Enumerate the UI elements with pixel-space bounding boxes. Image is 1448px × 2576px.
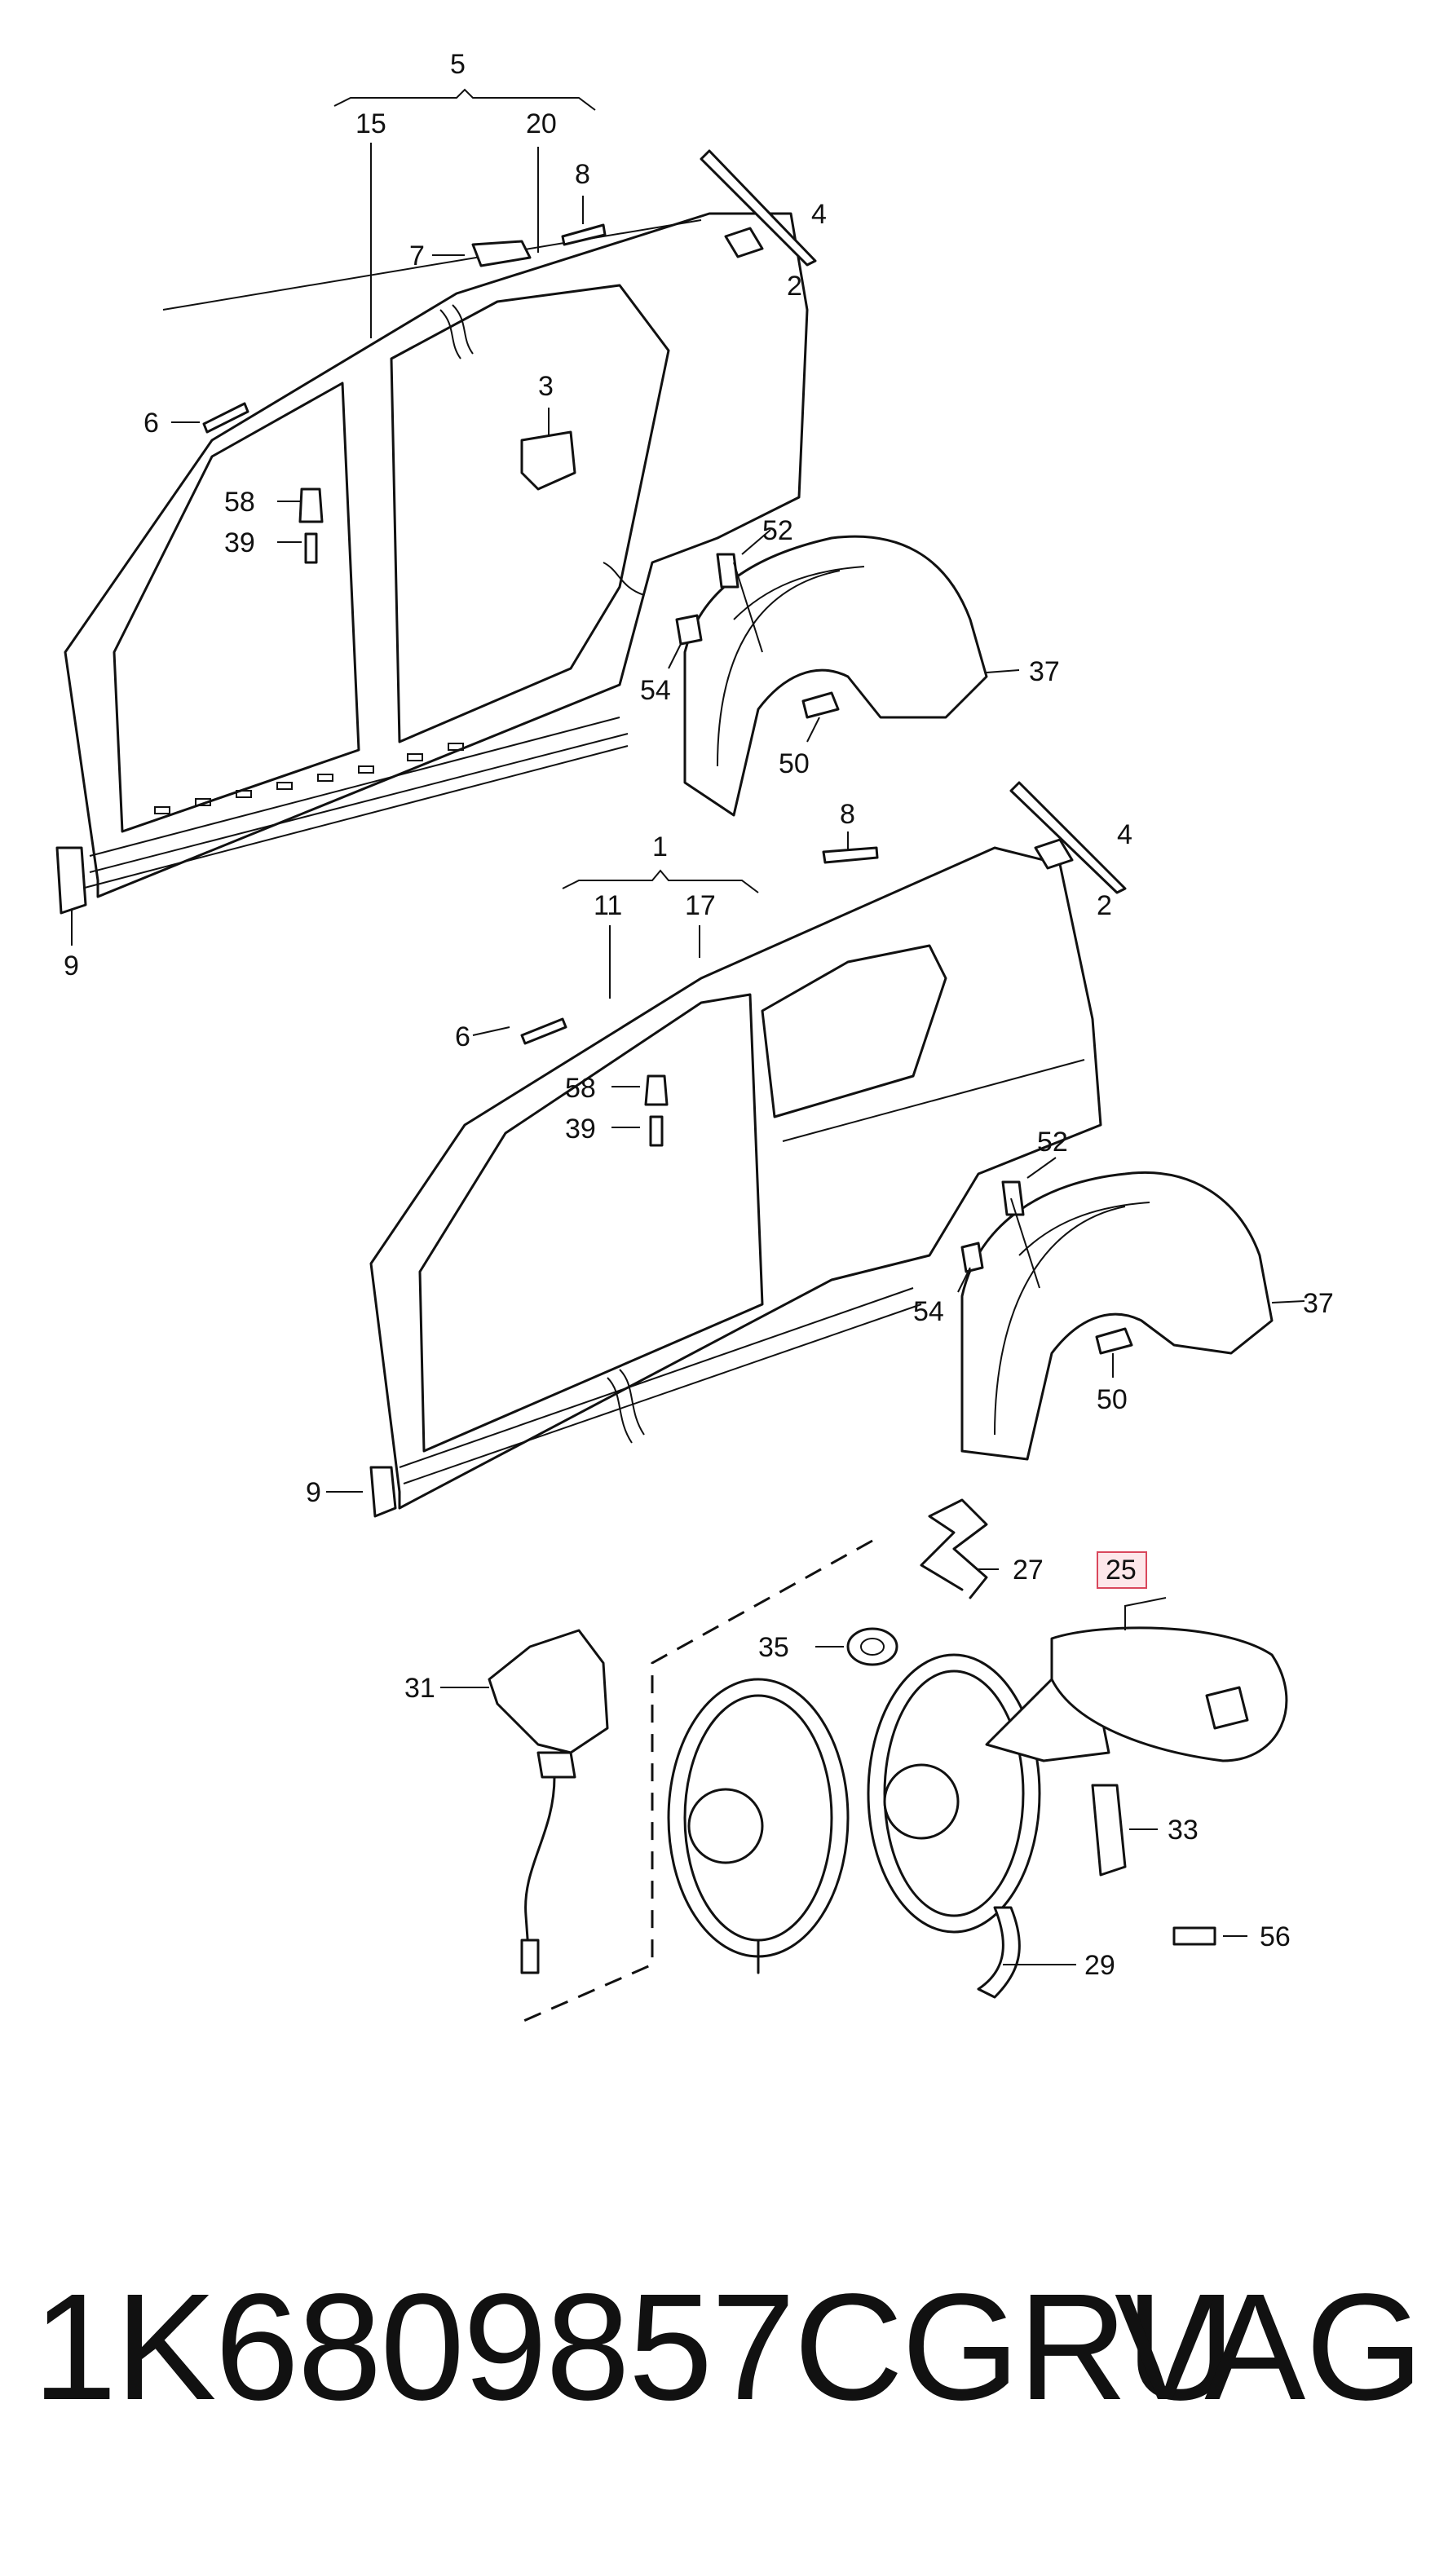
callout-39: 39 [224, 527, 255, 558]
callout-6: 6 [143, 408, 159, 439]
wheel-arch-liner-upper [668, 529, 1020, 817]
callout-labels: 5 15 20 8 7 4 2 3 6 58 39 52 37 54 50 9 … [64, 49, 1334, 1981]
callout-8: 8 [575, 159, 590, 190]
callout-35: 35 [758, 1632, 789, 1663]
callout-37: 37 [1029, 656, 1060, 687]
callout-11: 11 [594, 890, 622, 921]
callout-4: 4 [811, 199, 827, 230]
callout-56: 56 [1260, 1921, 1291, 1952]
callout-17: 17 [685, 890, 716, 921]
callout-1: 1 [652, 831, 668, 862]
callout-54: 54 [640, 675, 671, 706]
callout-52-lower: 52 [1037, 1127, 1068, 1158]
highlight-box-25 [1097, 1551, 1147, 1589]
callout-2: 2 [787, 271, 802, 302]
callout-2-lower: 2 [1097, 890, 1112, 921]
side-panel-3door [326, 831, 1102, 1510]
footer: 1K6809857CGRU VAG [0, 2266, 1448, 2429]
callout-3: 3 [538, 371, 554, 402]
wheel-arch-liner-lower [957, 1157, 1305, 1461]
callout-9: 9 [64, 951, 79, 981]
parts-diagram: 5 15 20 8 7 4 2 3 6 58 39 52 37 54 50 9 … [55, 49, 1334, 2023]
brand-name: VAG [1115, 2263, 1424, 2432]
callout-50: 50 [779, 748, 810, 779]
callout-58: 58 [224, 487, 255, 518]
side-panel-5door [64, 88, 809, 946]
small-parts-upper [55, 149, 817, 915]
callout-8-lower: 8 [840, 799, 855, 830]
callout-29: 29 [1084, 1950, 1115, 1981]
callout-20: 20 [526, 108, 557, 139]
callout-33: 33 [1168, 1815, 1199, 1846]
callout-31: 31 [404, 1673, 435, 1704]
callout-6-lower: 6 [455, 1021, 470, 1052]
callout-7: 7 [409, 240, 425, 271]
rocker-holes [154, 743, 464, 814]
callout-58-lower: 58 [565, 1073, 596, 1104]
callout-52: 52 [762, 515, 793, 546]
fuel-filler-assembly [440, 1498, 1288, 2023]
callout-50-lower: 50 [1097, 1384, 1128, 1415]
callout-9-lower: 9 [306, 1477, 321, 1508]
part-number: 1K6809857CGRU [33, 2263, 1235, 2432]
callout-15: 15 [355, 108, 386, 139]
callout-5: 5 [450, 49, 466, 80]
callout-27: 27 [1013, 1555, 1044, 1586]
callout-4-lower: 4 [1117, 819, 1132, 850]
small-parts-lower [369, 781, 1127, 1518]
callout-54-lower: 54 [913, 1296, 944, 1327]
callout-37-lower: 37 [1303, 1288, 1334, 1319]
callout-39-lower: 39 [565, 1114, 596, 1145]
callout-25: 25 [1106, 1555, 1137, 1586]
